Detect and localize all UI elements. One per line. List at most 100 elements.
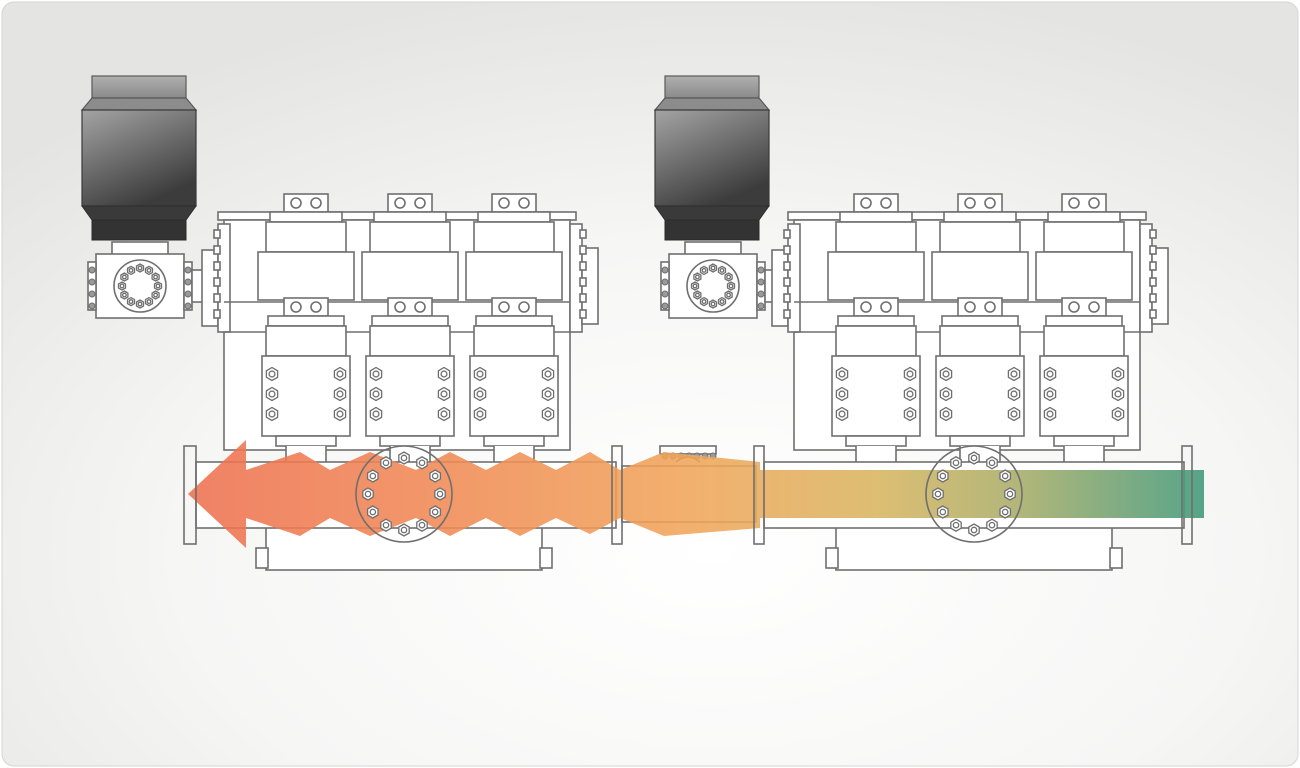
lug-hole — [310, 301, 322, 313]
manifold-cap — [1109, 547, 1123, 569]
bolt-hole — [153, 274, 159, 280]
bolt-hole — [400, 454, 408, 462]
bolt-hole — [1114, 410, 1122, 418]
bolt-hole — [1010, 370, 1018, 378]
frame-bolt — [579, 261, 587, 271]
lug-hole — [1088, 301, 1100, 313]
bolt-hole — [146, 267, 152, 273]
frame-bolt — [783, 293, 791, 303]
discharge-flange-disc — [925, 445, 1023, 543]
small-bolt — [184, 278, 192, 286]
small-bolt — [88, 266, 96, 274]
bolt-hole — [1010, 410, 1018, 418]
small-bolt — [88, 290, 96, 298]
bolt-hole — [418, 521, 426, 529]
valve-cover — [845, 435, 907, 447]
bolt-hole — [336, 370, 344, 378]
coupling-disc — [113, 259, 167, 313]
bolt-hole — [942, 390, 950, 398]
bolt-hole — [128, 267, 134, 273]
bolt-hole — [119, 283, 125, 289]
bolt-hole — [719, 267, 725, 273]
lug-hole — [984, 197, 996, 209]
frame-bolt — [783, 277, 791, 287]
small-bolt — [757, 290, 765, 298]
manifold-cap — [825, 547, 839, 569]
motor-base — [81, 205, 197, 221]
small-bolt — [661, 290, 669, 298]
frame-bolt — [1149, 309, 1157, 319]
bolt-hole — [694, 292, 700, 298]
lug-hole — [860, 301, 872, 313]
bolt-hole — [1046, 390, 1054, 398]
lug-plate — [371, 315, 449, 327]
bolt-hole — [369, 472, 377, 480]
lug-hole — [860, 197, 872, 209]
discharge-flange-disc — [355, 445, 453, 543]
crosshead-top — [939, 221, 1021, 253]
bolt-hole — [364, 490, 372, 498]
small-bolt — [757, 302, 765, 310]
small-bolt — [88, 302, 96, 310]
bolt-hole — [336, 390, 344, 398]
lug-hole — [1088, 197, 1100, 209]
frame-bolt — [579, 245, 587, 255]
bolt-hole — [906, 370, 914, 378]
lug-hole — [290, 197, 302, 209]
bolt-hole — [1001, 508, 1009, 516]
frame-bolt — [783, 261, 791, 271]
crosshead-body — [827, 251, 925, 301]
frame-bolt — [213, 277, 221, 287]
bolt-hole — [970, 454, 978, 462]
manifold-cap — [255, 547, 269, 569]
bolt-hole — [137, 265, 143, 271]
bolt-hole — [146, 299, 152, 305]
frame-bolt — [1149, 277, 1157, 287]
crosshead-top — [473, 221, 555, 253]
stuffing-box — [939, 325, 1021, 357]
bolt-hole — [934, 490, 942, 498]
lug-hole — [394, 301, 406, 313]
bolt-hole — [440, 370, 448, 378]
lug-hole — [290, 301, 302, 313]
stuffing-box — [265, 325, 347, 357]
bolt-hole — [710, 265, 716, 271]
bolt-hole — [906, 390, 914, 398]
bolt-hole — [988, 459, 996, 467]
bolt-hole — [476, 410, 484, 418]
bolt-hole — [440, 390, 448, 398]
frame-bolt — [579, 277, 587, 287]
lug-hole — [414, 197, 426, 209]
lug-plate — [1047, 211, 1121, 223]
crosshead-body — [1035, 251, 1133, 301]
lug-hole — [880, 301, 892, 313]
bolt-hole — [544, 410, 552, 418]
bolt-hole — [1006, 490, 1014, 498]
valve-cover — [275, 435, 337, 447]
stuffing-box — [473, 325, 555, 357]
coupling-flange-left — [660, 261, 670, 311]
bolt-hole — [1046, 410, 1054, 418]
frame-bolt — [1149, 261, 1157, 271]
bolt-hole — [692, 283, 698, 289]
bolt-hole — [719, 299, 725, 305]
bolt-hole — [701, 267, 707, 273]
motor-base — [654, 205, 770, 221]
lug-plate — [839, 211, 913, 223]
crosshead-top — [265, 221, 347, 253]
bolt-hole — [942, 410, 950, 418]
crosshead-body — [361, 251, 459, 301]
motor-foot — [664, 219, 760, 241]
lug-plate — [269, 211, 343, 223]
bolt-hole — [121, 274, 127, 280]
pipe-flanges — [183, 445, 1193, 545]
small-bolt — [757, 278, 765, 286]
flow-direction-arrow — [188, 440, 1204, 548]
crosshead-body — [465, 251, 563, 301]
bolt-hole — [838, 390, 846, 398]
bolt-hole — [440, 410, 448, 418]
motor-shoulder — [80, 97, 198, 111]
lug-hole — [1068, 301, 1080, 313]
